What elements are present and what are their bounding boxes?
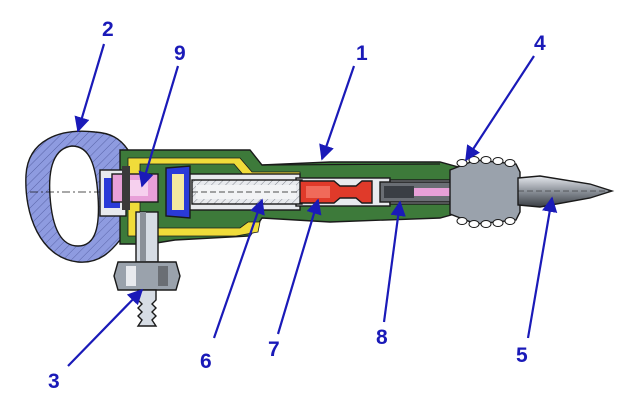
callout-label-1: 1 [356, 42, 368, 65]
arrow-6 [212, 198, 265, 339]
arrow-8 [382, 200, 406, 323]
piston [299, 180, 373, 204]
callout-label-5: 5 [516, 344, 528, 367]
arrow-1 [319, 65, 356, 161]
arrow-9 [138, 65, 180, 188]
callout-label-2: 2 [102, 18, 114, 41]
retaining-spring [449, 156, 521, 228]
callout-label-6: 6 [200, 350, 212, 373]
arrow-4 [465, 55, 535, 162]
chisel [517, 175, 615, 208]
valve [99, 165, 191, 219]
striker [379, 181, 455, 203]
arrow-3 [67, 288, 144, 367]
callout-label-7: 7 [268, 338, 280, 361]
arrow-7 [276, 198, 322, 335]
callout-label-9: 9 [174, 42, 186, 65]
callout-arrows [67, 43, 558, 367]
arrow-2 [74, 43, 106, 133]
arrow-5 [526, 196, 558, 339]
callout-label-4: 4 [534, 32, 546, 55]
handle [25, 130, 130, 263]
callout-labels: 1 2 3 4 5 6 7 8 9 [48, 18, 546, 393]
cylinder [191, 179, 303, 205]
callout-label-8: 8 [376, 326, 388, 349]
callout-label-3: 3 [48, 370, 60, 393]
